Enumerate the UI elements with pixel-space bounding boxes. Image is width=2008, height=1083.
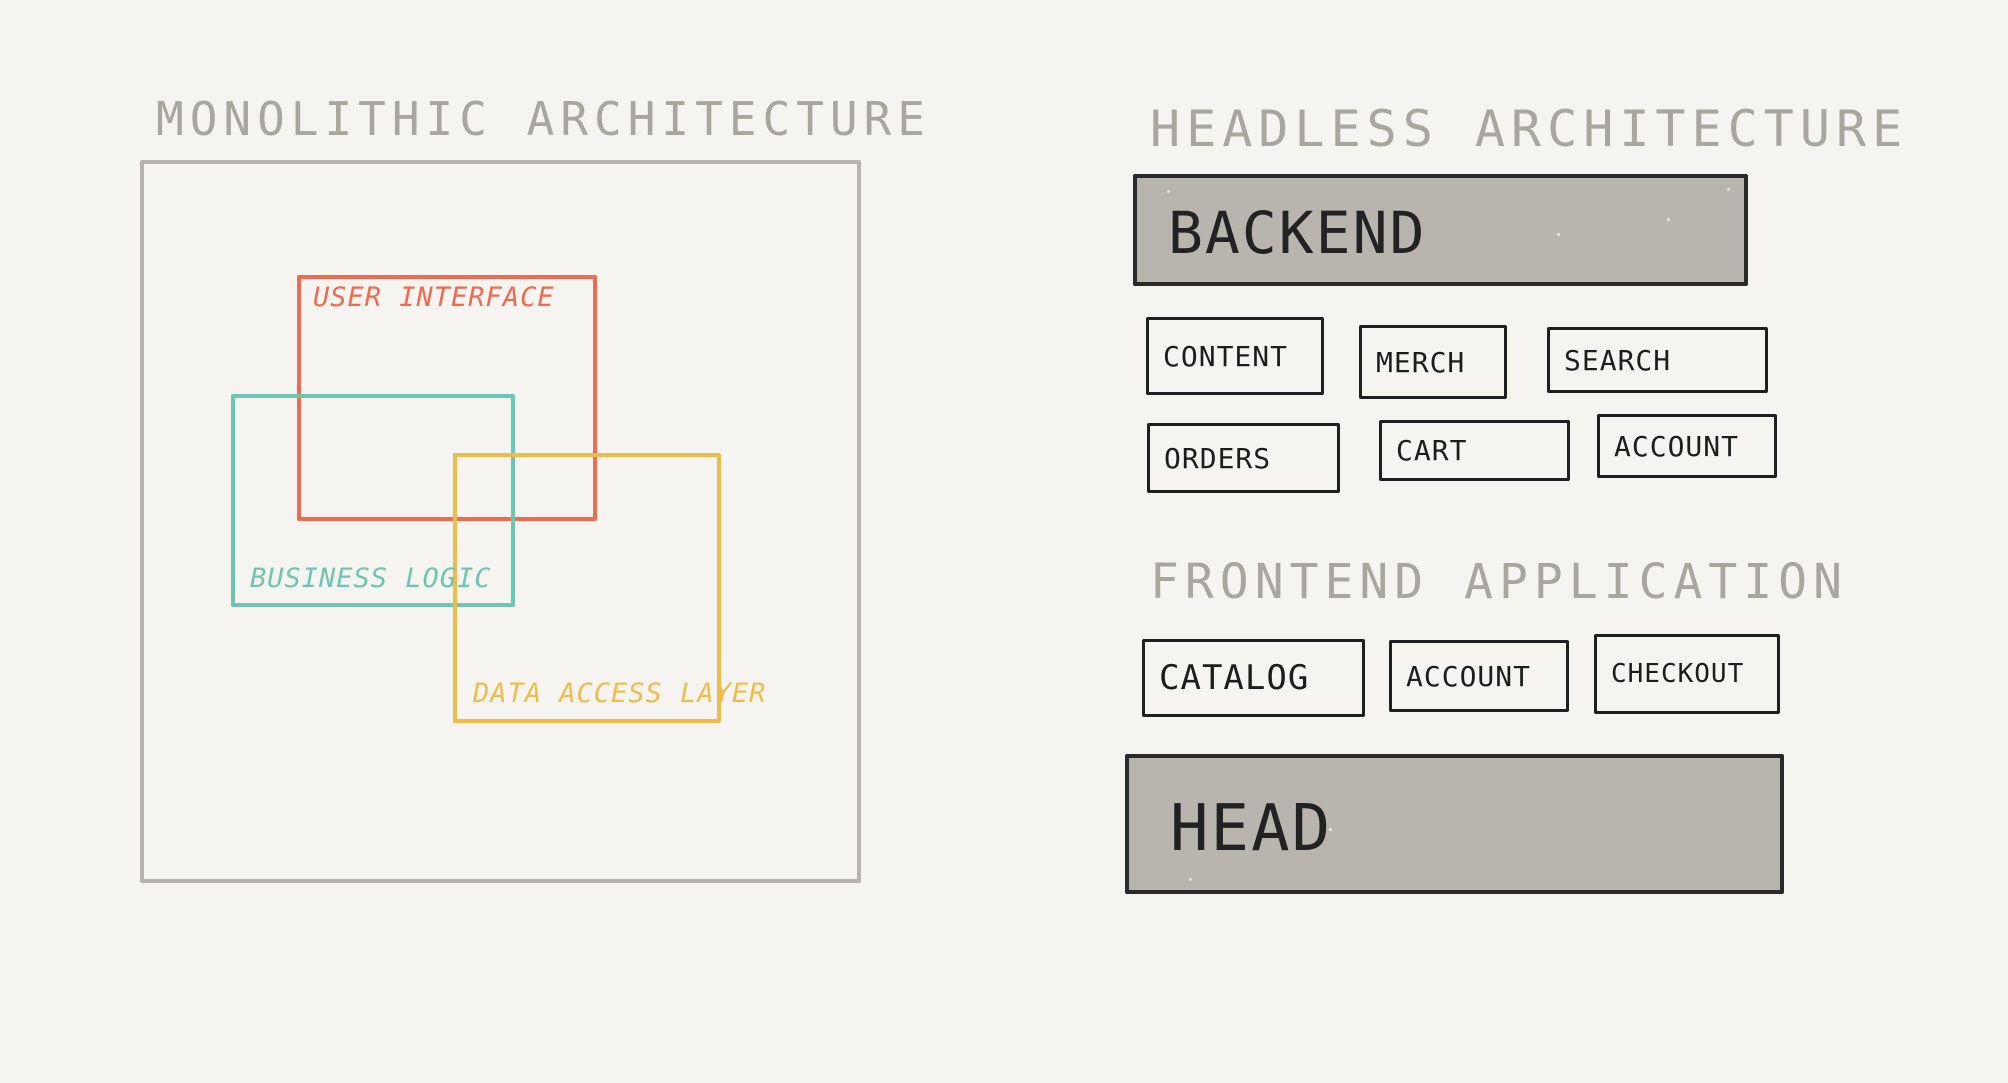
business-logic-label: BUSINESS LOGIC xyxy=(250,563,492,594)
service-merch-label: MERCH xyxy=(1376,345,1466,379)
frontend-checkout-box: CHECKOUT xyxy=(1594,634,1780,714)
service-orders-box: ORDERS xyxy=(1147,423,1340,493)
service-orders-label: ORDERS xyxy=(1164,441,1272,475)
frontend-catalog-box: CATALOG xyxy=(1142,639,1365,717)
service-cart-label: CART xyxy=(1396,434,1468,467)
frontend-application-title: FRONTEND APPLICATION xyxy=(1150,554,1848,610)
user-interface-label: USER INTERFACE xyxy=(313,282,555,313)
service-search-label: SEARCH xyxy=(1564,343,1672,377)
service-merch-box: MERCH xyxy=(1359,325,1507,399)
headless-title: HEADLESS ARCHITECTURE xyxy=(1150,100,1909,158)
frontend-account-label: ACCOUNT xyxy=(1406,659,1532,693)
frontend-checkout-label: CHECKOUT xyxy=(1611,659,1745,689)
service-account-box: ACCOUNT xyxy=(1597,414,1777,478)
service-search-box: SEARCH xyxy=(1547,327,1768,393)
monolithic-title: MONOLITHIC ARCHITECTURE xyxy=(156,92,931,146)
service-content-label: CONTENT xyxy=(1163,339,1289,373)
head-label: HEAD xyxy=(1170,792,1333,866)
data-access-layer-box xyxy=(453,453,721,723)
service-account-label: ACCOUNT xyxy=(1614,429,1740,463)
head-bar xyxy=(1125,754,1784,894)
business-logic-layer xyxy=(231,394,515,607)
service-cart-box: CART xyxy=(1379,420,1570,481)
data-access-layer-label: DATA ACCESS LAYER xyxy=(473,678,767,709)
monolith-frame xyxy=(140,160,861,883)
service-content-box: CONTENT xyxy=(1146,317,1324,395)
frontend-catalog-label: CATALOG xyxy=(1159,658,1310,698)
backend-label: BACKEND xyxy=(1168,199,1427,267)
user-interface-layer xyxy=(297,275,597,521)
backend-bar xyxy=(1133,174,1748,286)
frontend-account-box: ACCOUNT xyxy=(1389,640,1569,712)
